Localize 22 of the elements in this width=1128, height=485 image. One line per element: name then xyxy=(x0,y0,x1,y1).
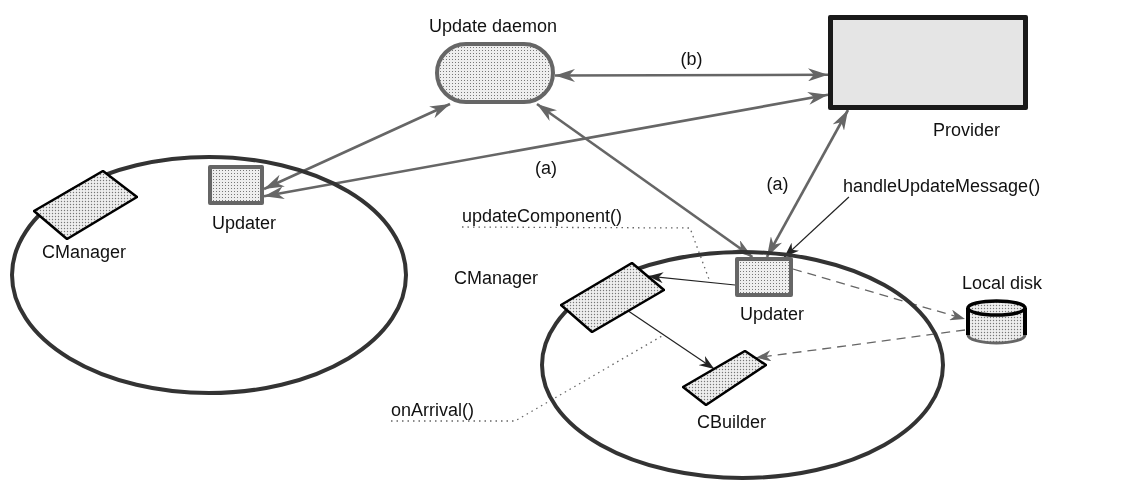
component-label: CManager xyxy=(454,268,539,288)
component-label: CManager xyxy=(42,242,127,262)
component-label: Local disk xyxy=(962,273,1043,293)
arrow xyxy=(755,329,966,362)
edge-label: (b) xyxy=(678,49,705,70)
component-label: Updater xyxy=(212,213,277,233)
component-label: Provider xyxy=(933,120,1001,140)
method-label: handleUpdateMessage() xyxy=(843,175,1041,197)
arrow xyxy=(263,102,451,191)
arrow xyxy=(263,91,829,200)
arrow xyxy=(792,268,966,321)
leader-line xyxy=(390,335,663,422)
component-label: Update daemon xyxy=(429,16,558,36)
arrow xyxy=(765,109,850,258)
method-label: updateComponent() xyxy=(462,205,623,227)
arrow xyxy=(627,310,715,370)
arrow xyxy=(555,68,828,82)
arrow xyxy=(536,102,754,259)
component-label: Updater xyxy=(740,304,805,324)
component-label: CBuilder xyxy=(697,412,767,432)
method-label: onArrival() xyxy=(391,399,474,421)
ellipse-region xyxy=(10,155,408,395)
